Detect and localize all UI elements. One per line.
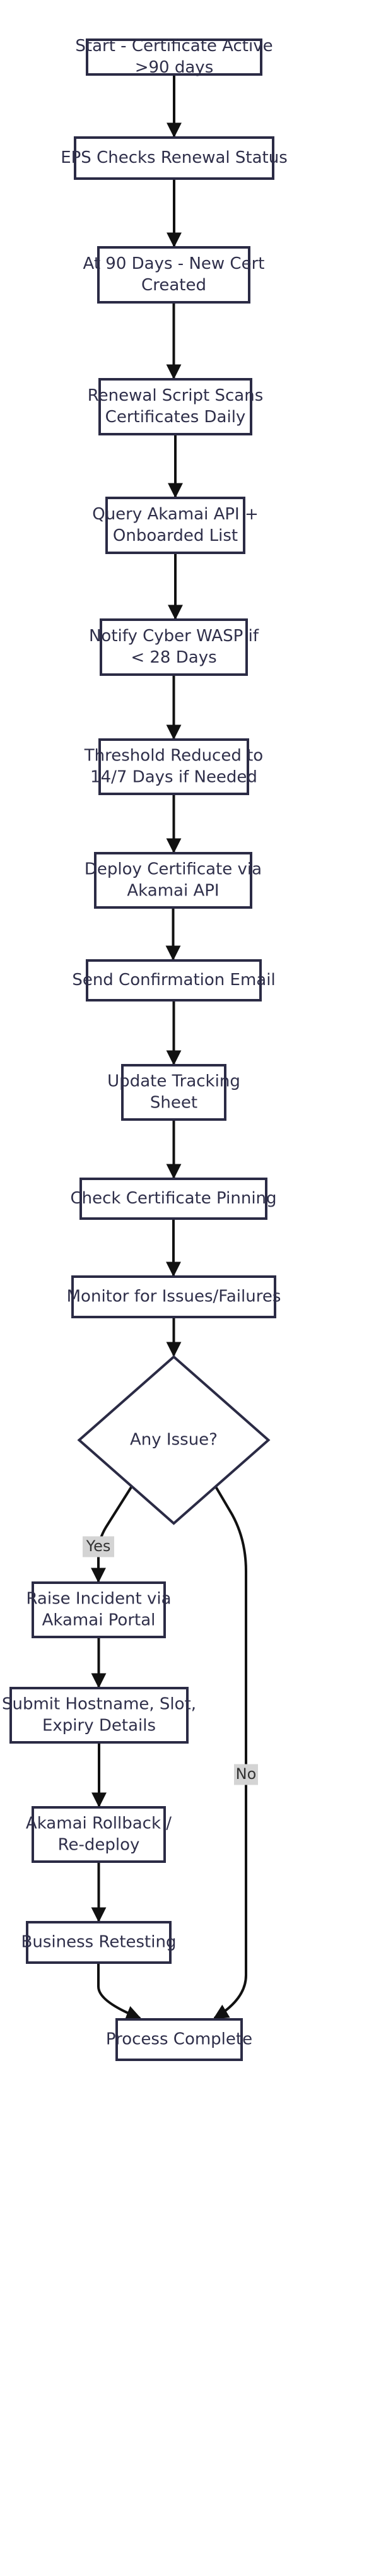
query-box bbox=[105, 497, 245, 554]
scan-box bbox=[98, 378, 252, 435]
threshold-node[interactable]: Threshold Reduced to 14/7 Days if Needed bbox=[84, 738, 263, 795]
decision-label-line-1: Any Issue? bbox=[130, 1431, 218, 1450]
submit-label-line-2: Expiry Details bbox=[42, 1716, 156, 1735]
scan-label-line-1: Renewal Script Scans bbox=[88, 386, 263, 405]
email-label-line-1: Send Confirmation Email bbox=[72, 971, 275, 990]
rollback-node[interactable]: Akamai Rollback / Re-deploy bbox=[26, 1806, 172, 1863]
edge-retest-to-complete bbox=[97, 1963, 142, 2021]
deploy-label-line-1: Deploy Certificate via bbox=[85, 860, 262, 879]
day90-label-line-2: Created bbox=[141, 276, 206, 295]
retest-label-line-1: Business Retesting bbox=[21, 1933, 177, 1952]
rollback-label-line-2: Re-deploy bbox=[58, 1836, 140, 1855]
monitor-label-line-1: Monitor for Issues/Failures bbox=[67, 1287, 281, 1306]
eps-label-line-1: EPS Checks Renewal Status bbox=[61, 148, 288, 167]
decision-diamond bbox=[77, 1355, 271, 1525]
day90-box bbox=[97, 246, 250, 304]
scan-label-line-2: Certificates Daily bbox=[105, 408, 246, 427]
rollback-box bbox=[32, 1806, 166, 1863]
retest-box bbox=[26, 1921, 172, 1964]
rollback-label-line-1: Akamai Rollback / bbox=[26, 1814, 172, 1833]
tracking-label-line-2: Sheet bbox=[150, 1094, 197, 1113]
query-label-line-2: Onboarded List bbox=[113, 526, 238, 545]
day90-label-line-1: At 90 Days - New Cert bbox=[83, 254, 265, 273]
notify-label-line-1: Notify Cyber WASP if bbox=[89, 627, 259, 646]
eps-box bbox=[74, 136, 274, 180]
deploy-box bbox=[94, 852, 252, 909]
notify-node[interactable]: Notify Cyber WASP if < 28 Days bbox=[89, 618, 259, 676]
threshold-label-line-2: 14/7 Days if Needed bbox=[90, 768, 257, 787]
tracking-box bbox=[121, 1064, 226, 1121]
monitor-node[interactable]: Monitor for Issues/Failures bbox=[67, 1275, 281, 1318]
monitor-box bbox=[71, 1275, 276, 1318]
notify-label-line-2: < 28 Days bbox=[131, 648, 216, 667]
edge-label-no-bg bbox=[234, 1764, 258, 1785]
start-node[interactable]: Start - Certificate Active >90 days bbox=[75, 37, 272, 77]
edge-label-yes-bg bbox=[83, 1536, 114, 1557]
threshold-box bbox=[98, 738, 249, 795]
submit-box bbox=[9, 1687, 189, 1744]
deploy-label-line-2: Akamai API bbox=[127, 882, 219, 901]
pinning-box bbox=[79, 1178, 267, 1220]
threshold-label-line-1: Threshold Reduced to bbox=[84, 747, 263, 765]
retest-node[interactable]: Business Retesting bbox=[21, 1921, 177, 1964]
complete-box bbox=[115, 2018, 243, 2061]
edge-label-yes: Yes bbox=[83, 1536, 114, 1557]
submit-label-line-1: Submit Hostname, Slot, bbox=[2, 1695, 196, 1714]
decision-node[interactable]: Any Issue? bbox=[77, 1355, 271, 1525]
incident-label-line-2: Akamai Portal bbox=[42, 1611, 156, 1630]
start-label-line-1: Start - Certificate Active bbox=[75, 37, 272, 56]
query-node[interactable]: Query Akamai API + Onboarded List bbox=[92, 497, 259, 554]
complete-node[interactable]: Process Complete bbox=[106, 2018, 252, 2061]
incident-label-line-1: Raise Incident via bbox=[26, 1590, 171, 1609]
notify-box bbox=[100, 618, 248, 676]
start-box bbox=[86, 38, 262, 76]
edge-label-yes-text: Yes bbox=[86, 1537, 111, 1555]
email-node[interactable]: Send Confirmation Email bbox=[72, 959, 276, 1001]
incident-box bbox=[32, 1581, 166, 1638]
edge-decision-to-complete-no bbox=[210, 1478, 247, 2019]
edge-label-no: No bbox=[234, 1764, 258, 1785]
start-label-line-2: >90 days bbox=[135, 58, 214, 77]
pinning-node[interactable]: Check Certificate Pinning bbox=[70, 1178, 277, 1220]
query-label-line-1: Query Akamai API + bbox=[92, 505, 259, 524]
complete-label-line-1: Process Complete bbox=[106, 2030, 252, 2049]
edge-label-no-text: No bbox=[236, 1765, 257, 1783]
tracking-label-line-1: Update Tracking bbox=[107, 1072, 240, 1091]
eps-node[interactable]: EPS Checks Renewal Status bbox=[61, 136, 288, 180]
edge-decision-to-incident-yes bbox=[91, 1478, 138, 1583]
pinning-label-line-1: Check Certificate Pinning bbox=[70, 1189, 276, 1208]
submit-node[interactable]: Submit Hostname, Slot, Expiry Details bbox=[2, 1687, 196, 1744]
email-box bbox=[86, 959, 262, 1001]
